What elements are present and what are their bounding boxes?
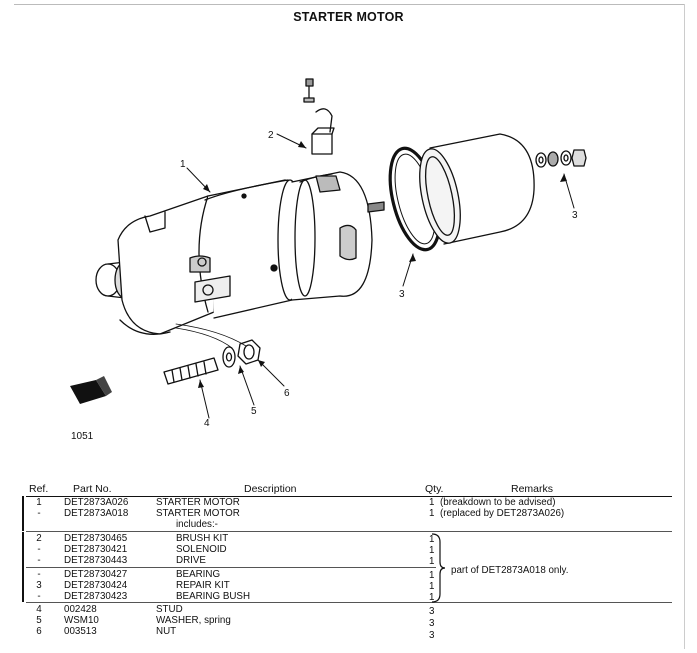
row-5-description: SOLENOID bbox=[176, 544, 227, 555]
row-10-qty: 3 bbox=[429, 606, 435, 617]
nut-illustration bbox=[237, 339, 261, 365]
callout-1: 1 bbox=[180, 159, 186, 170]
row-10-ref: 4 bbox=[36, 604, 42, 615]
header-ref: Ref. bbox=[29, 483, 49, 495]
row-10-description: STUD bbox=[156, 604, 183, 615]
spring-washer-illustration bbox=[222, 346, 236, 368]
row-4-ref: 2 bbox=[36, 533, 42, 544]
row-5-qty: 1 bbox=[429, 545, 435, 556]
end-cap-illustration bbox=[419, 133, 535, 245]
callout-2: 2 bbox=[268, 130, 274, 141]
group-rule-1 bbox=[26, 531, 672, 532]
group-remark: part of DET2873A018 only. bbox=[451, 565, 569, 576]
group-bar-1 bbox=[22, 496, 24, 531]
right-border bbox=[684, 4, 685, 649]
direction-arrow-icon bbox=[70, 376, 112, 404]
row-6-qty: 1 bbox=[429, 556, 435, 567]
page-title: STARTER MOTOR bbox=[293, 10, 404, 24]
top-border bbox=[14, 4, 685, 5]
row-8-description: REPAIR KIT bbox=[176, 580, 230, 591]
row-2-description: STARTER MOTOR bbox=[156, 508, 240, 519]
row-2-remarks: (replaced by DET2873A026) bbox=[440, 508, 565, 519]
figure-number: 1051 bbox=[71, 431, 94, 442]
row-1-part-no: DET2873A026 bbox=[64, 497, 129, 508]
header-description: Description bbox=[244, 483, 297, 495]
row-7-description: BEARING bbox=[176, 569, 221, 580]
brush-kit-illustration bbox=[303, 78, 335, 155]
callout-3-oring: 3 bbox=[399, 289, 405, 300]
row-6-ref: - bbox=[37, 555, 41, 566]
washers-and-nut-illustration bbox=[535, 149, 587, 168]
row-8-ref: 3 bbox=[36, 580, 42, 591]
row-11-ref: 5 bbox=[36, 615, 42, 626]
row-4-qty: 1 bbox=[429, 534, 435, 545]
row-1-qty: 1 bbox=[429, 497, 435, 508]
row-6-description: DRIVE bbox=[176, 555, 206, 566]
callout-6: 6 bbox=[284, 388, 290, 399]
header-qty: Qty. bbox=[425, 483, 444, 495]
row-5-ref: - bbox=[37, 544, 41, 555]
row-1-ref: 1 bbox=[36, 497, 42, 508]
stud-illustration bbox=[163, 357, 219, 385]
row-7-qty: 1 bbox=[429, 570, 435, 581]
row-9-qty: 1 bbox=[429, 592, 435, 603]
row-2-ref: - bbox=[37, 508, 41, 519]
group-bar-2 bbox=[22, 532, 24, 602]
row-7-part-no: DET28730427 bbox=[64, 569, 128, 580]
row-1-description: STARTER MOTOR bbox=[156, 497, 240, 508]
row-2-part-no: DET2873A018 bbox=[64, 508, 129, 519]
row-3-description: includes:- bbox=[176, 519, 218, 530]
row-4-description: BRUSH KIT bbox=[176, 533, 229, 544]
callout-4: 4 bbox=[204, 418, 210, 429]
row-12-qty: 3 bbox=[429, 630, 435, 641]
row-2-qty: 1 bbox=[429, 508, 435, 519]
row-9-ref: - bbox=[37, 591, 41, 602]
row-9-part-no: DET28730423 bbox=[64, 591, 128, 602]
row-1-remarks: (breakdown to be advised) bbox=[440, 497, 556, 508]
row-12-ref: 6 bbox=[36, 626, 42, 637]
row-12-part-no: 003513 bbox=[64, 626, 97, 637]
callout-3-washers: 3 bbox=[572, 210, 578, 221]
row-5-part-no: DET28730421 bbox=[64, 544, 128, 555]
row-12-description: NUT bbox=[156, 626, 177, 637]
row-11-description: WASHER, spring bbox=[156, 615, 231, 626]
row-10-part-no: 002428 bbox=[64, 604, 97, 615]
starter-motor-illustration bbox=[95, 171, 385, 335]
row-11-part-no: WSM10 bbox=[64, 615, 99, 626]
group-brace-icon bbox=[431, 533, 446, 603]
callout-5: 5 bbox=[251, 406, 257, 417]
row-4-part-no: DET28730465 bbox=[64, 533, 128, 544]
row-11-qty: 3 bbox=[429, 618, 435, 629]
row-8-qty: 1 bbox=[429, 581, 435, 592]
row-7-ref: - bbox=[37, 569, 41, 580]
group-rule-mid bbox=[26, 567, 436, 568]
row-8-part-no: DET28730424 bbox=[64, 580, 128, 591]
header-rule bbox=[26, 496, 672, 497]
header-remarks: Remarks bbox=[511, 483, 554, 495]
row-6-part-no: DET28730443 bbox=[64, 555, 128, 566]
header-part-no: Part No. bbox=[73, 483, 112, 495]
group-rule-2 bbox=[26, 602, 672, 603]
row-9-description: BEARING BUSH bbox=[176, 591, 251, 602]
exploded-view-drawing: 1 2 3 3 4 5 6 bbox=[70, 78, 587, 429]
